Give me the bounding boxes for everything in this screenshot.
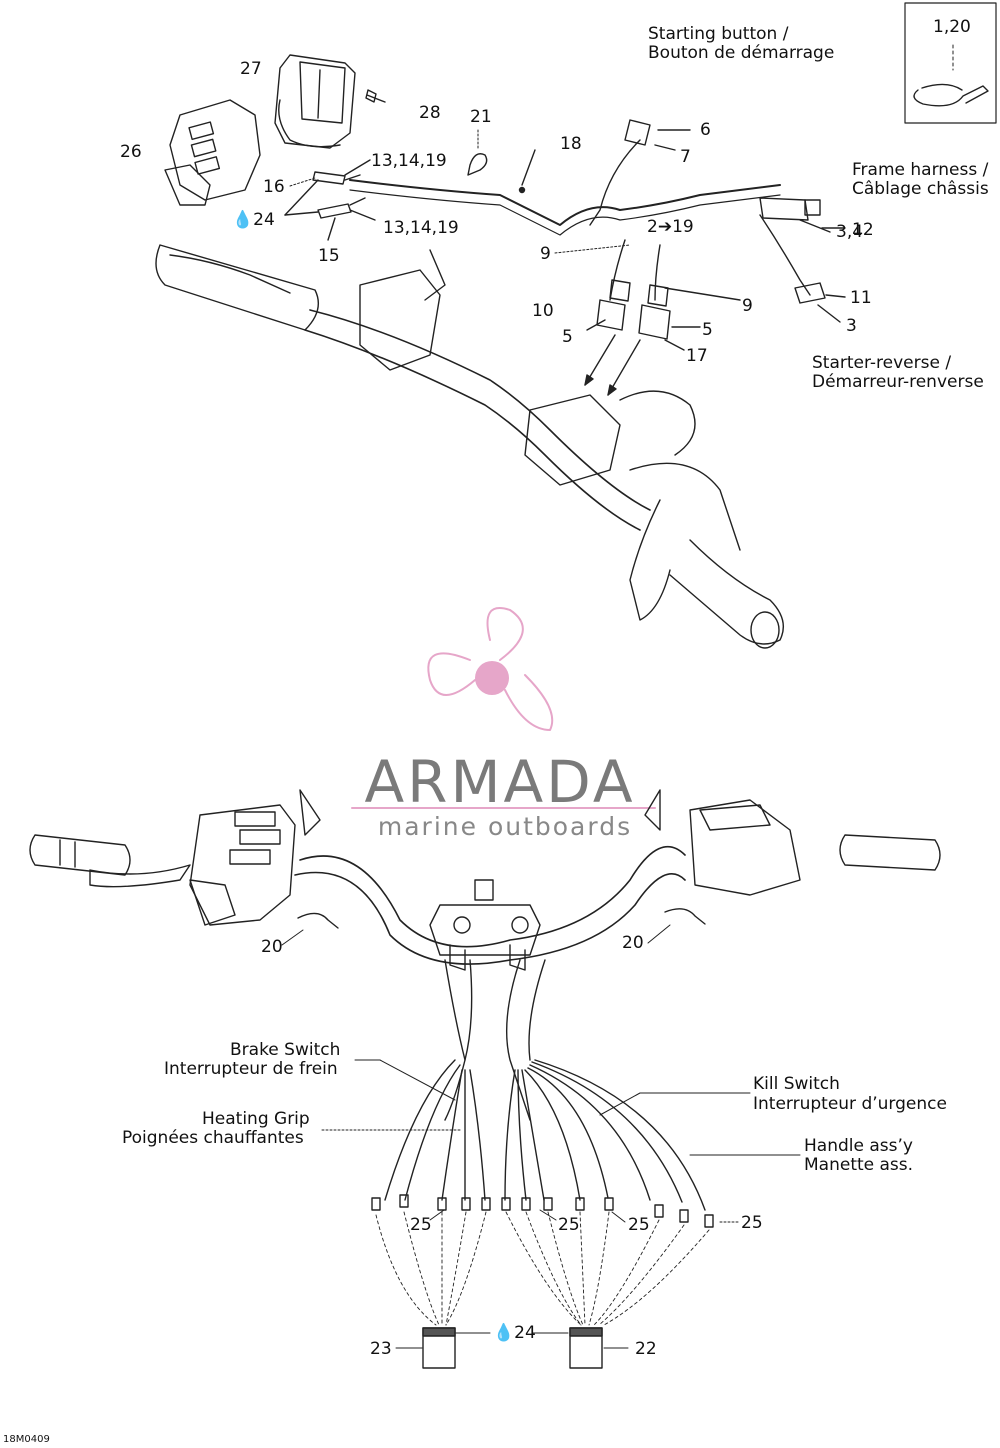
callout-26: 26 — [120, 142, 142, 162]
handlebar-top-assembly — [155, 244, 784, 649]
kill-switch-label-fr: Interrupteur d’urgence — [753, 1094, 947, 1114]
brake-switch-label-en: Brake Switch — [230, 1040, 341, 1060]
heating-grip-label-fr: Poignées chauffantes — [122, 1128, 304, 1148]
callout-3: 3 — [846, 316, 857, 336]
leader-lines — [281, 924, 801, 1349]
callout-7: 7 — [680, 147, 691, 167]
switch-block-part — [164, 99, 261, 206]
callout-5-right: 5 — [702, 320, 713, 340]
callout-1-20: 1,20 — [933, 17, 971, 37]
callout-12: 12 — [852, 220, 874, 240]
callout-10: 10 — [532, 301, 554, 321]
callout-13-14-19-top: 13,14,19 — [371, 151, 447, 171]
starting-button-label-en: Starting button / — [648, 24, 789, 44]
callout-20-left: 20 — [261, 937, 283, 957]
callout-25-d: 25 — [741, 1213, 763, 1233]
starter-reverse-label-fr: Démarreur-renverse — [812, 372, 984, 392]
callout-2-to-19: 2➔19 — [647, 217, 694, 237]
callout-18: 18 — [560, 134, 582, 154]
watermark-tagline: marine outboards — [377, 812, 633, 841]
callout-5-left: 5 — [562, 327, 573, 347]
callout-9-right: 9 — [742, 296, 753, 316]
callout-17: 17 — [686, 346, 708, 366]
heating-grip-label-en: Heating Grip — [202, 1109, 310, 1129]
callout-25-b: 25 — [558, 1215, 580, 1235]
armada-logo-propeller — [351, 607, 656, 809]
starting-button-label-fr: Bouton de démarrage — [648, 43, 835, 63]
handle-assy-label-en: Handle ass’y — [804, 1136, 913, 1156]
callout-25-a: 25 — [410, 1215, 432, 1235]
callout-27: 27 — [240, 59, 262, 79]
callout-13-14-19-bottom: 13,14,19 — [383, 218, 459, 238]
callout-21: 21 — [470, 107, 492, 127]
callout-15: 15 — [318, 246, 340, 266]
starter-reverse-label-en: Starter-reverse / — [812, 353, 952, 373]
callout-16: 16 — [263, 177, 285, 197]
callout-28: 28 — [419, 103, 441, 123]
callout-9-left: 9 — [540, 244, 551, 264]
callout-24-bottom: 💧24 — [493, 1323, 536, 1343]
callout-3-4-value: 3,4 — [836, 222, 864, 242]
frame-harness-label-fr: Câblage châssis — [852, 179, 989, 199]
callout-24-top: 💧24 — [232, 210, 275, 230]
callout-23: 23 — [370, 1339, 392, 1359]
switch-cover-part — [274, 54, 356, 149]
drawing-code: 18M0409 — [3, 1434, 50, 1445]
handlebar-bottom-assembly — [29, 789, 941, 1369]
cable-tie-inset — [904, 2, 997, 124]
frame-harness-label-en: Frame harness / — [852, 160, 989, 180]
callout-25-c: 25 — [628, 1215, 650, 1235]
watermark-brand: ARMADA — [364, 748, 636, 816]
brake-switch-label-fr: Interrupteur de frein — [164, 1059, 338, 1079]
handle-assy-label-fr: Manette ass. — [804, 1155, 914, 1175]
kill-switch-label-en: Kill Switch — [753, 1074, 840, 1094]
callout-20-right: 20 — [622, 933, 644, 953]
callout-22: 22 — [635, 1339, 657, 1359]
callout-6: 6 — [700, 120, 711, 140]
callout-11: 11 — [850, 288, 872, 308]
